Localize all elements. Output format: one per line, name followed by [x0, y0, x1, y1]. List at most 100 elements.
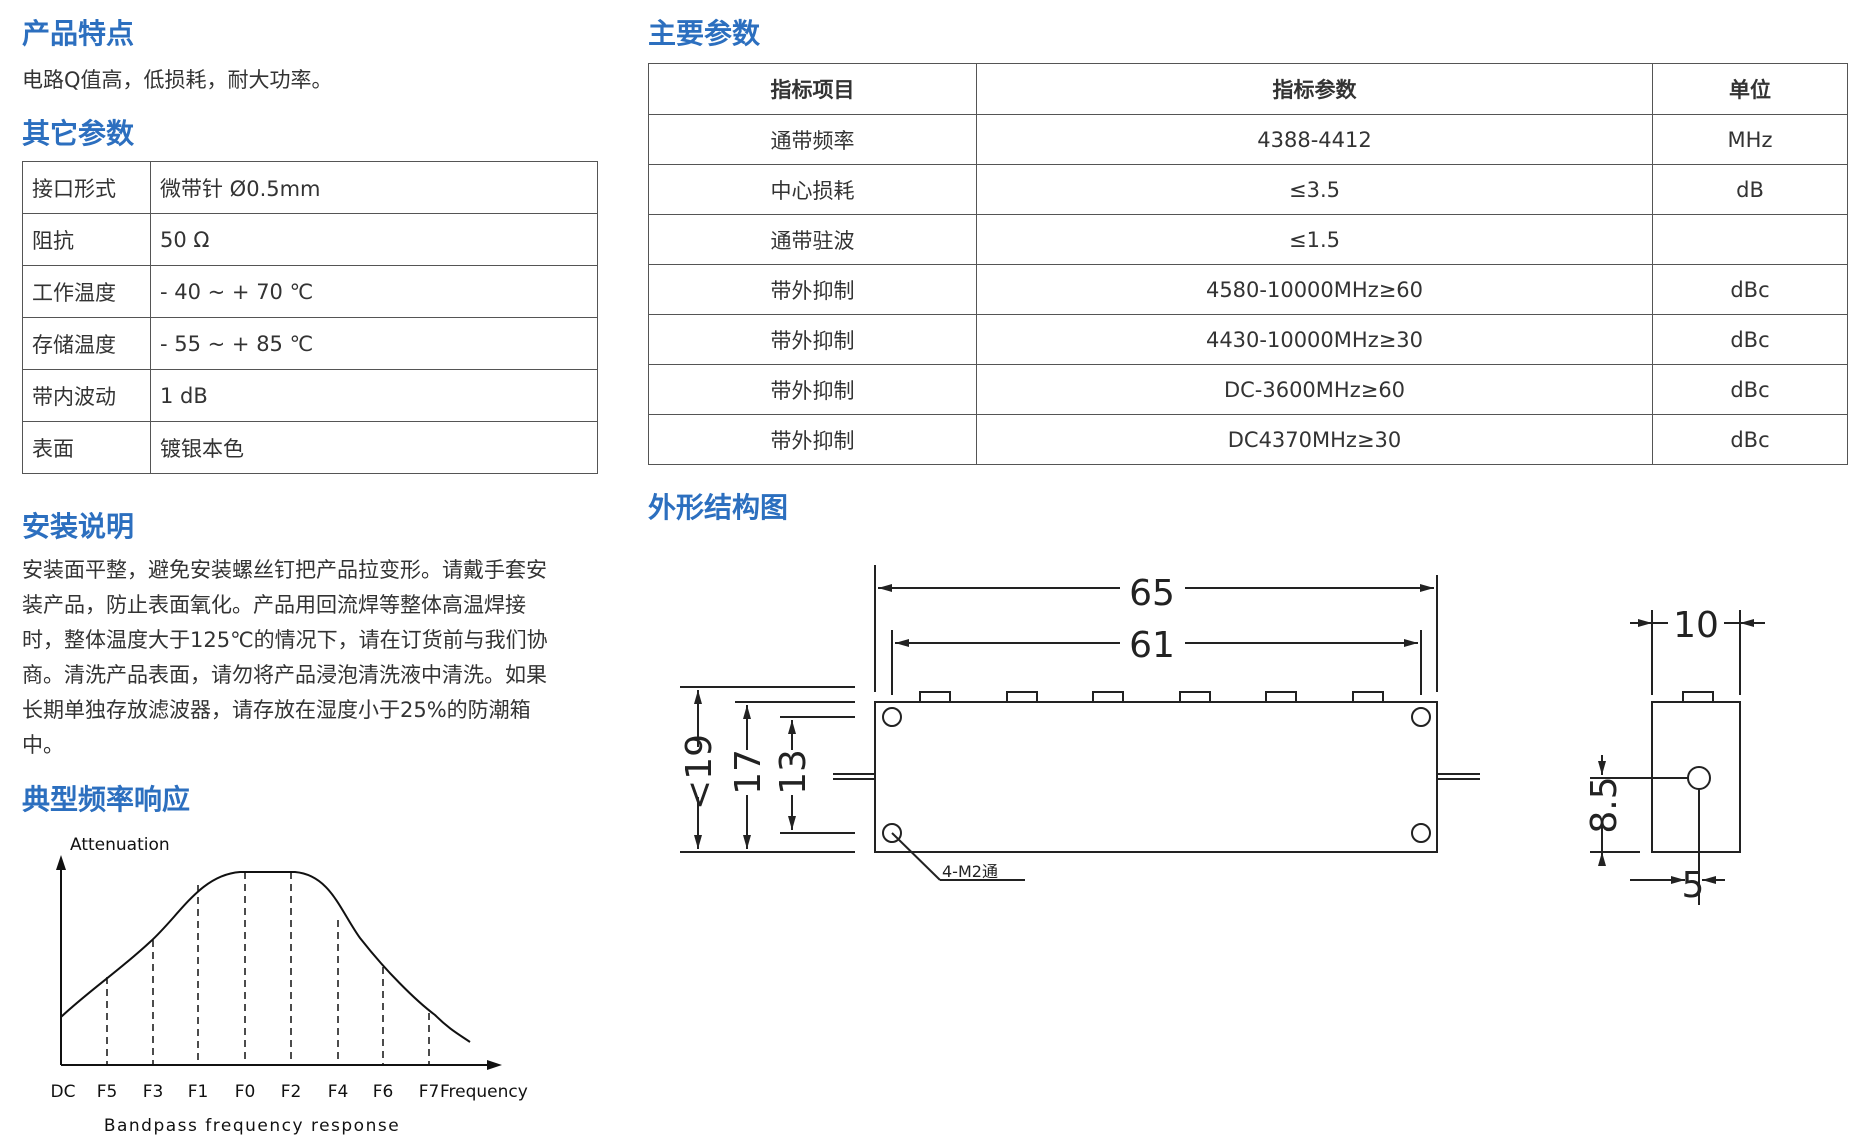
- param-value: 微带针 Ø0.5mm: [150, 161, 598, 214]
- mount-hole: [1411, 707, 1431, 727]
- tick-label: F2: [281, 1082, 302, 1102]
- mount-hole: [1411, 823, 1431, 843]
- install-text: 安装面平整，避免安装螺丝钉把产品拉变形。请戴手套安 装产品，防止表面氧化。产品用…: [22, 553, 612, 763]
- y-axis-arrow: [56, 855, 66, 870]
- install-line: 长期单独存放滤波器，请存放在湿度小于25%的防潮箱: [22, 698, 531, 722]
- param-value: - 55 ~ + 85 ℃: [150, 317, 598, 370]
- dim-17: 17: [728, 749, 769, 795]
- param-value: - 40 ~ + 70 ℃: [150, 265, 598, 318]
- cell-unit: dBc: [1652, 264, 1848, 315]
- cell-value: DC4370MHz≥30: [976, 414, 1653, 465]
- install-line: 装产品，防止表面氧化。产品用回流焊等整体高温焊接: [22, 593, 526, 617]
- main-params-title: 主要参数: [648, 17, 761, 50]
- front-body: [874, 701, 1438, 853]
- cell-value: 4388-4412: [976, 114, 1653, 165]
- outline-drawing: 65 61 <19 17 13 10 8.5 5 4-M2通: [680, 565, 1765, 906]
- mount-hole: [882, 823, 902, 843]
- table-row: 接口形式 微带针 Ø0.5mm: [22, 161, 598, 214]
- cell-unit: MHz: [1652, 114, 1848, 165]
- table-row: 带内波动 1 dB: [22, 369, 598, 422]
- param-value: 1 dB: [150, 369, 598, 422]
- x-axis-arrow: [487, 1060, 502, 1070]
- drawing-title: 外形结构图: [648, 491, 789, 524]
- dim-10: 10: [1673, 605, 1719, 646]
- other-params-table: 接口形式 微带针 Ø0.5mm 阻抗 50 Ω 工作温度 - 40 ~ + 70…: [22, 161, 598, 474]
- other-params-title: 其它参数: [22, 117, 135, 150]
- cell-item: 带外抑制: [648, 314, 977, 365]
- install-line: 时，整体温度大于125℃的情况下，请在订货前与我们协: [22, 628, 548, 652]
- table-row: 工作温度 - 40 ~ + 70 ℃: [22, 265, 598, 318]
- install-line: 中。: [22, 733, 64, 757]
- features-text: 电路Q值高，低损耗，耐大功率。: [22, 68, 333, 92]
- header-value: 指标参数: [976, 63, 1653, 115]
- param-name: 表面: [22, 421, 151, 474]
- y-axis-label: Attenuation: [70, 835, 170, 855]
- tick-label: F4: [328, 1082, 349, 1102]
- cell-unit: dBc: [1652, 364, 1848, 415]
- tick-label: F1: [188, 1082, 209, 1102]
- cell-unit: dBc: [1652, 314, 1848, 365]
- cell-item: 通带频率: [648, 114, 977, 165]
- param-value: 50 Ω: [150, 213, 598, 266]
- param-name: 阻抗: [22, 213, 151, 266]
- table-header-row: 指标项目 指标参数 单位: [648, 63, 1848, 115]
- frequency-guides: [106, 872, 430, 1065]
- cell-value: 4580-10000MHz≥60: [976, 264, 1653, 315]
- cell-item: 中心损耗: [648, 164, 977, 215]
- table-row: 中心损耗 ≤3.5 dB: [648, 164, 1848, 215]
- tuning-screws: [919, 691, 1384, 703]
- param-name: 工作温度: [22, 265, 151, 318]
- install-title: 安装说明: [22, 510, 135, 543]
- cell-item: 带外抑制: [648, 264, 977, 315]
- cell-value: ≤1.5: [976, 214, 1653, 265]
- x-ticks: DC F5 F3 F1 F0 F2 F4 F6 F7: [51, 1082, 440, 1102]
- cell-value: DC-3600MHz≥60: [976, 364, 1653, 415]
- table-row: 通带频率 4388-4412 MHz: [648, 114, 1848, 165]
- table-row: 表面 镀银本色: [22, 421, 598, 474]
- install-line: 商。清洗产品表面，请勿将产品浸泡清洗液中清洗。如果: [22, 663, 547, 687]
- tick-label: F3: [143, 1082, 164, 1102]
- dim-19: <19: [680, 734, 720, 810]
- tick-label: F6: [373, 1082, 394, 1102]
- cell-item: 带外抑制: [648, 364, 977, 415]
- cell-unit: dBc: [1652, 414, 1848, 465]
- cell-unit: [1652, 214, 1848, 265]
- dim-8-5: 8.5: [1584, 776, 1625, 833]
- figure-caption: Bandpass frequency response: [104, 1116, 400, 1136]
- response-title: 典型频率响应: [22, 783, 191, 816]
- dim-13: 13: [773, 749, 814, 795]
- table-row: 通带驻波 ≤1.5: [648, 214, 1848, 265]
- cell-value: 4430-10000MHz≥30: [976, 314, 1653, 365]
- tick-label: F7: [419, 1082, 440, 1102]
- table-row: 带外抑制 4430-10000MHz≥30 dBc: [648, 314, 1848, 365]
- features-title: 产品特点: [22, 17, 135, 50]
- dimension-arrows: [694, 584, 1754, 884]
- cell-item: 带外抑制: [648, 414, 977, 465]
- install-line: 安装面平整，避免安装螺丝钉把产品拉变形。请戴手套安: [22, 558, 547, 582]
- dim-5: 5: [1682, 865, 1705, 906]
- tick-label: F0: [235, 1082, 256, 1102]
- connector-circle: [1687, 766, 1711, 790]
- response-curve: [60, 871, 471, 1043]
- dim-65: 65: [1129, 573, 1175, 614]
- main-params-table: 指标项目 指标参数 单位 通带频率 4388-4412 MHz 中心损耗 ≤3.…: [648, 63, 1848, 465]
- cell-unit: dB: [1652, 164, 1848, 215]
- param-value: 镀银本色: [150, 421, 598, 474]
- param-name: 接口形式: [22, 161, 151, 214]
- hole-note: 4-M2通: [942, 862, 998, 881]
- mount-hole: [882, 707, 902, 727]
- table-row: 存储温度 - 55 ~ + 85 ℃: [22, 317, 598, 370]
- tick-label: F5: [97, 1082, 118, 1102]
- table-row: 带外抑制 DC-3600MHz≥60 dBc: [648, 364, 1848, 415]
- param-name: 带内波动: [22, 369, 151, 422]
- param-name: 存储温度: [22, 317, 151, 370]
- cell-item: 通带驻波: [648, 214, 977, 265]
- frequency-response-figure: Attenuation Frequency DC F5 F3 F1 F0 F2 …: [51, 835, 528, 1136]
- header-unit: 单位: [1652, 63, 1848, 115]
- x-axis-label: Frequency: [440, 1082, 528, 1102]
- table-row: 带外抑制 DC4370MHz≥30 dBc: [648, 414, 1848, 465]
- tick-label: DC: [51, 1082, 76, 1102]
- table-row: 阻抗 50 Ω: [22, 213, 598, 266]
- table-row: 带外抑制 4580-10000MHz≥60 dBc: [648, 264, 1848, 315]
- cell-value: ≤3.5: [976, 164, 1653, 215]
